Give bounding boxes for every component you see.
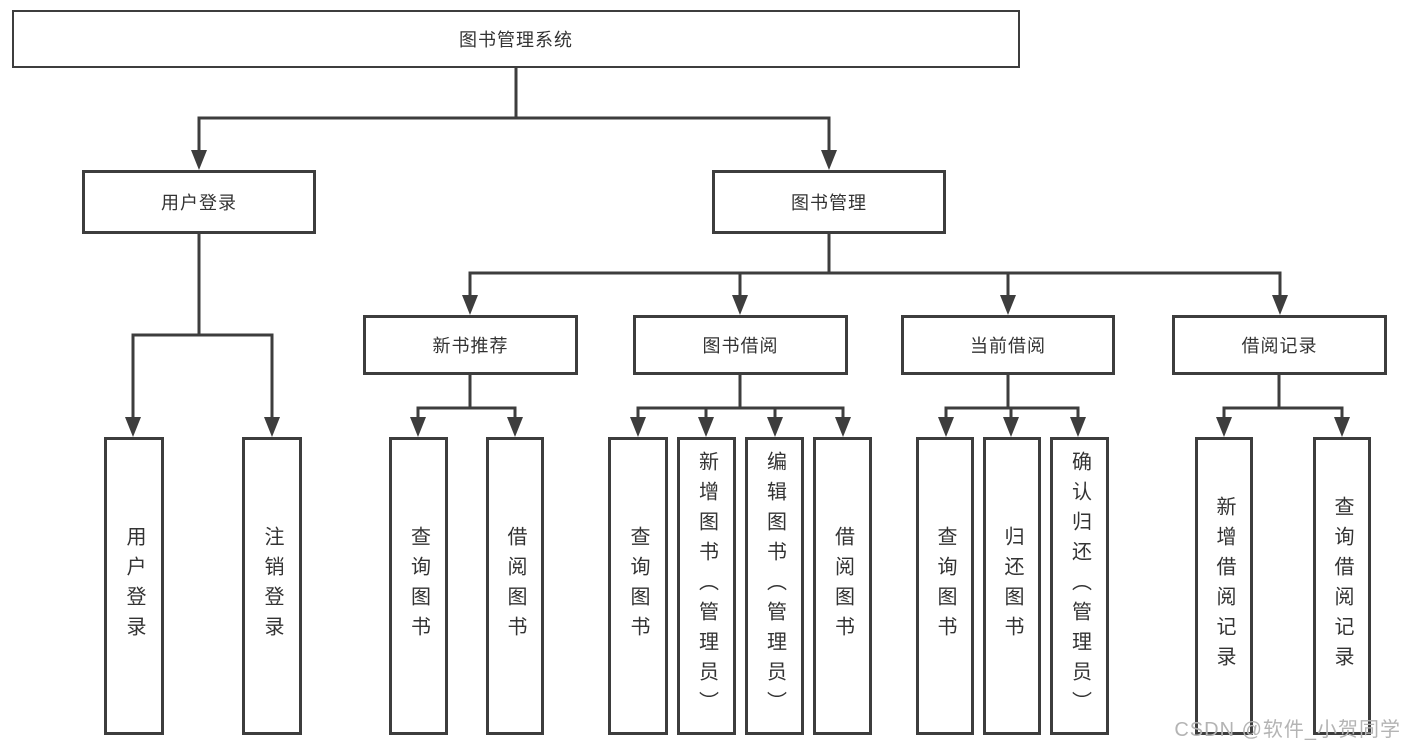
leaf-user-login: 用户登录 — [104, 437, 164, 735]
node-label: 借阅记录 — [1241, 336, 1318, 356]
node-label: 新增借阅记录 — [1213, 496, 1235, 676]
node-label: 归还图书 — [1001, 526, 1023, 646]
tree-edges — [131, 68, 1344, 418]
node-label: 查询借阅记录 — [1331, 496, 1353, 676]
node-label: 用户登录 — [123, 526, 145, 646]
node-label: 图书管理 — [791, 193, 867, 213]
leaf-query-books-current: 查询图书 — [916, 437, 974, 735]
leaf-borrow-books: 借阅图书 — [813, 437, 872, 735]
node-current-borrowing: 当前借阅 — [901, 315, 1115, 375]
leaf-add-borrow-record: 新增借阅记录 — [1195, 437, 1253, 735]
leaf-return-books: 归还图书 — [983, 437, 1041, 735]
node-label: 借阅图书 — [504, 526, 526, 646]
node-new-book-recommend: 新书推荐 — [363, 315, 578, 375]
node-label: 查询图书 — [407, 526, 430, 646]
leaf-borrow-books-recommend: 借阅图书 — [486, 437, 544, 735]
leaf-confirm-return-admin: 确认归还（管理员） — [1050, 437, 1109, 735]
node-borrowing-records: 借阅记录 — [1172, 315, 1387, 375]
leaf-query-books: 查询图书 — [608, 437, 668, 735]
leaf-logout: 注销登录 — [242, 437, 302, 735]
node-label: 查询图书 — [627, 526, 649, 646]
node-label: 新书推荐 — [432, 336, 509, 356]
node-label: 注销登录 — [261, 526, 283, 646]
node-label: 确认归还（管理员） — [1068, 451, 1091, 721]
csdn-watermark: CSDN @软件_小贺同学 — [1174, 719, 1401, 741]
node-label: 用户登录 — [161, 193, 237, 213]
node-user-login: 用户登录 — [82, 170, 316, 234]
node-label: 图书管理系统 — [459, 30, 573, 50]
node-label: 图书借阅 — [702, 336, 779, 356]
node-label: 借阅图书 — [831, 526, 854, 646]
node-book-management: 图书管理 — [712, 170, 946, 234]
leaf-query-borrow-record: 查询借阅记录 — [1313, 437, 1371, 735]
leaf-add-books-admin: 新增图书（管理员） — [677, 437, 736, 735]
node-label: 编辑图书（管理员） — [763, 451, 786, 721]
node-book-borrowing: 图书借阅 — [633, 315, 848, 375]
leaf-edit-books-admin: 编辑图书（管理员） — [745, 437, 804, 735]
leaf-query-books-recommend: 查询图书 — [389, 437, 448, 735]
node-library-management-system: 图书管理系统 — [12, 10, 1020, 68]
node-label: 当前借阅 — [970, 336, 1046, 356]
node-label: 新增图书（管理员） — [695, 451, 718, 721]
node-label: 查询图书 — [934, 526, 956, 646]
